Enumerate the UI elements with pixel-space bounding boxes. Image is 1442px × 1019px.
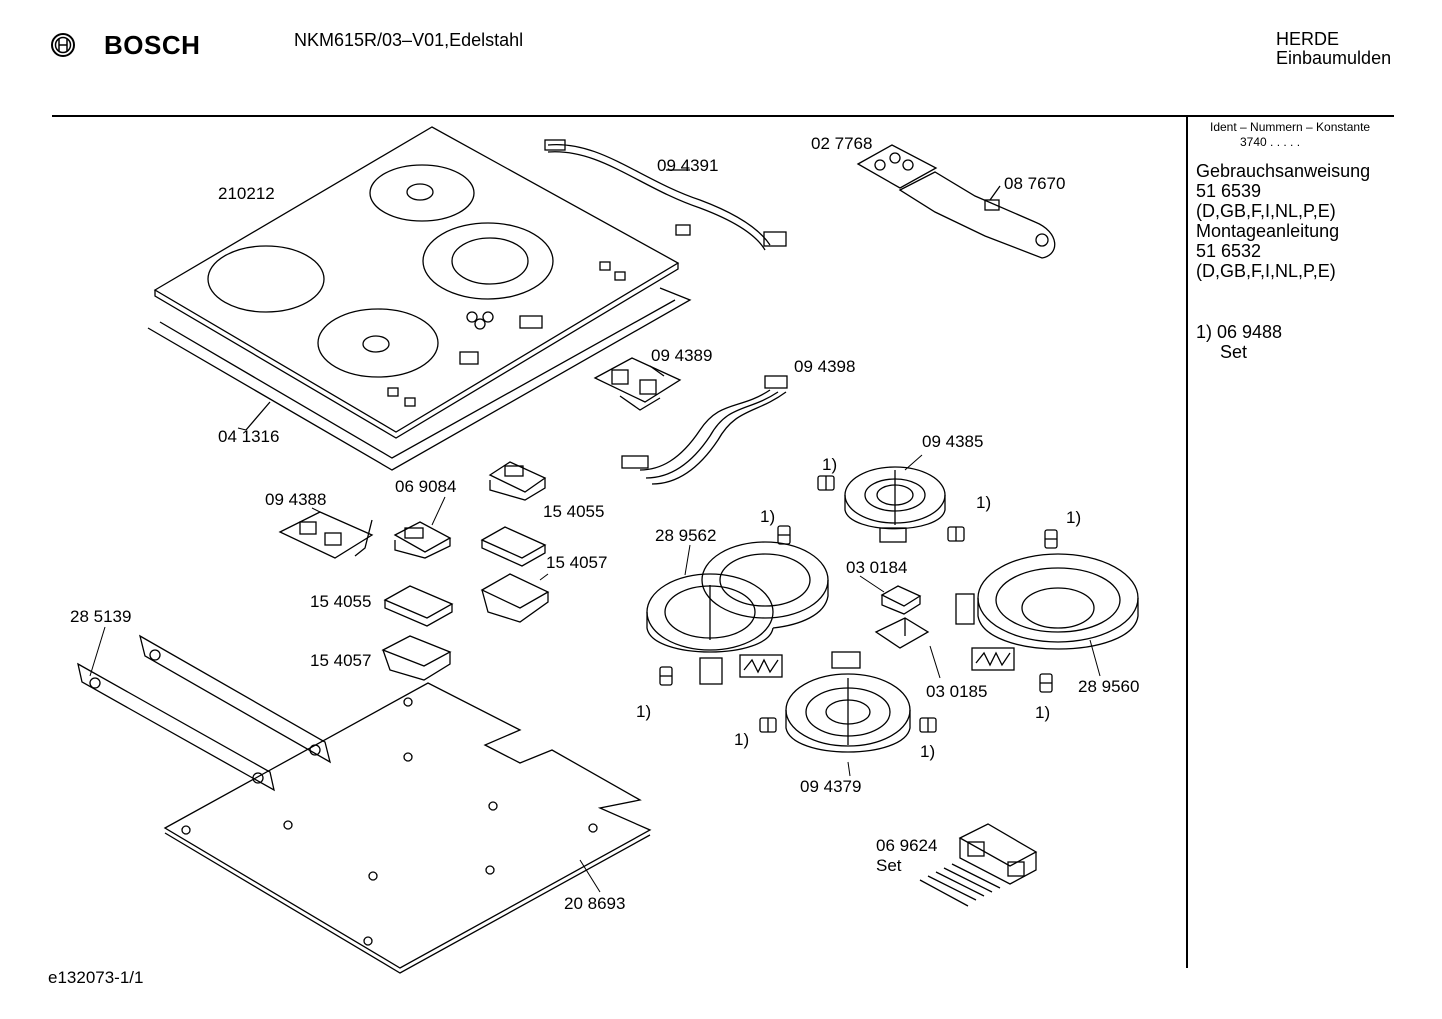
callout-note-8: 1) — [920, 742, 936, 761]
callout-note-2: 1) — [976, 493, 992, 512]
footnote: 1) 06 9488 Set — [1196, 322, 1282, 362]
manual-number: 51 6539 — [1196, 181, 1262, 201]
zigzag-thermal-icon — [739, 647, 1015, 678]
part-label-094398: 09 4398 — [794, 357, 856, 376]
callout-note-7: 1) — [734, 730, 750, 749]
part-label-210212: 210212 — [218, 184, 275, 203]
dual-heating-element-icon — [646, 541, 829, 685]
part-label-289560: 28 9560 — [1078, 677, 1140, 696]
pcb-module-icon — [278, 511, 374, 559]
control-board-icon — [593, 357, 682, 411]
mounting-rail-icon — [77, 634, 332, 792]
part-label-069624: 06 9624 Set — [876, 836, 937, 876]
category: HERDE Einbaumulden — [1276, 30, 1391, 68]
part-label-069624-number: 06 9624 — [876, 836, 938, 855]
part-label-069624-set: Set — [876, 856, 902, 875]
model-title: NKM615R/03–V01,Edelstahl — [294, 30, 524, 50]
oval-heating-element-icon — [955, 553, 1139, 650]
heating-element-icon — [785, 651, 911, 753]
flat-cable-icon — [621, 375, 788, 485]
category-line-1: HERDE — [1276, 29, 1340, 49]
drawing-code: e132073-1/1 — [48, 968, 144, 987]
part-label-041316: 04 1316 — [218, 427, 280, 446]
callout-note-6: 1) — [1035, 703, 1051, 722]
terminal-block-icon — [880, 585, 922, 615]
callout-note-3: 1) — [760, 507, 776, 526]
part-label-154057-b: 15 4057 — [310, 651, 372, 670]
part-label-030185: 03 0185 — [926, 682, 988, 701]
ident-value: 3740 . . . . . — [1240, 135, 1301, 149]
manual-label: Gebrauchsanweisung — [1196, 161, 1371, 181]
housing-cover-icon — [383, 585, 454, 627]
part-label-154057-a: 15 4057 — [546, 553, 608, 572]
relay-module-icon — [488, 461, 547, 501]
connector-set-icon — [919, 823, 1038, 907]
part-label-027768: 02 7768 — [811, 134, 873, 153]
bottom-plate-icon — [163, 682, 652, 974]
callout-note-1: 1) — [822, 455, 838, 474]
heating-element-icon — [844, 466, 946, 543]
part-label-154055-b: 15 4055 — [310, 592, 372, 611]
housing-cover-icon — [381, 635, 452, 681]
documents-list: Gebrauchsanweisung 51 6539 (D,GB,F,I,NL,… — [1196, 161, 1370, 281]
part-label-069084: 06 9084 — [395, 477, 457, 496]
clip-icon — [659, 475, 1058, 733]
category-line-2: Einbaumulden — [1276, 48, 1392, 68]
callout-note-4: 1) — [1066, 508, 1082, 527]
part-label-154055-a: 15 4055 — [543, 502, 605, 521]
part-label-094388: 09 4388 — [265, 490, 327, 509]
part-label-094385: 09 4385 — [922, 432, 984, 451]
part-label-289562: 28 9562 — [655, 526, 717, 545]
mounting-bracket-icon — [874, 617, 930, 649]
footnote-reference: 1) 06 9488 — [1196, 322, 1283, 342]
part-label-208693: 20 8693 — [564, 894, 626, 913]
mounting-languages: (D,GB,F,I,NL,P,E) — [1196, 261, 1336, 281]
bosch-logo-icon — [50, 32, 76, 63]
mounting-number: 51 6532 — [1196, 241, 1262, 261]
gasket-frame-icon — [147, 287, 692, 471]
part-label-094391: 09 4391 — [657, 156, 719, 175]
part-label-030184: 03 0184 — [846, 558, 908, 577]
ribbon-cable-icon — [544, 139, 787, 251]
part-label-094389: 09 4389 — [651, 346, 713, 365]
manual-languages: (D,GB,F,I,NL,P,E) — [1196, 201, 1336, 221]
housing-cover-icon — [480, 573, 550, 623]
part-label-285139: 28 5139 — [70, 607, 132, 626]
footnote-set: Set — [1220, 342, 1248, 362]
ident-title: Ident – Nummern – Konstante — [1210, 120, 1371, 134]
cooktop-glass-icon — [153, 126, 680, 439]
housing-cover-icon — [480, 526, 547, 567]
part-label-094379: 09 4379 — [800, 777, 862, 796]
mounting-label: Montageanleitung — [1196, 221, 1340, 241]
scraper-tool-icon — [856, 144, 1056, 259]
brand-name: BOSCH — [104, 30, 201, 60]
relay-module-icon — [393, 521, 452, 559]
callout-note-5: 1) — [636, 702, 652, 721]
part-label-087670: 08 7670 — [1004, 174, 1066, 193]
